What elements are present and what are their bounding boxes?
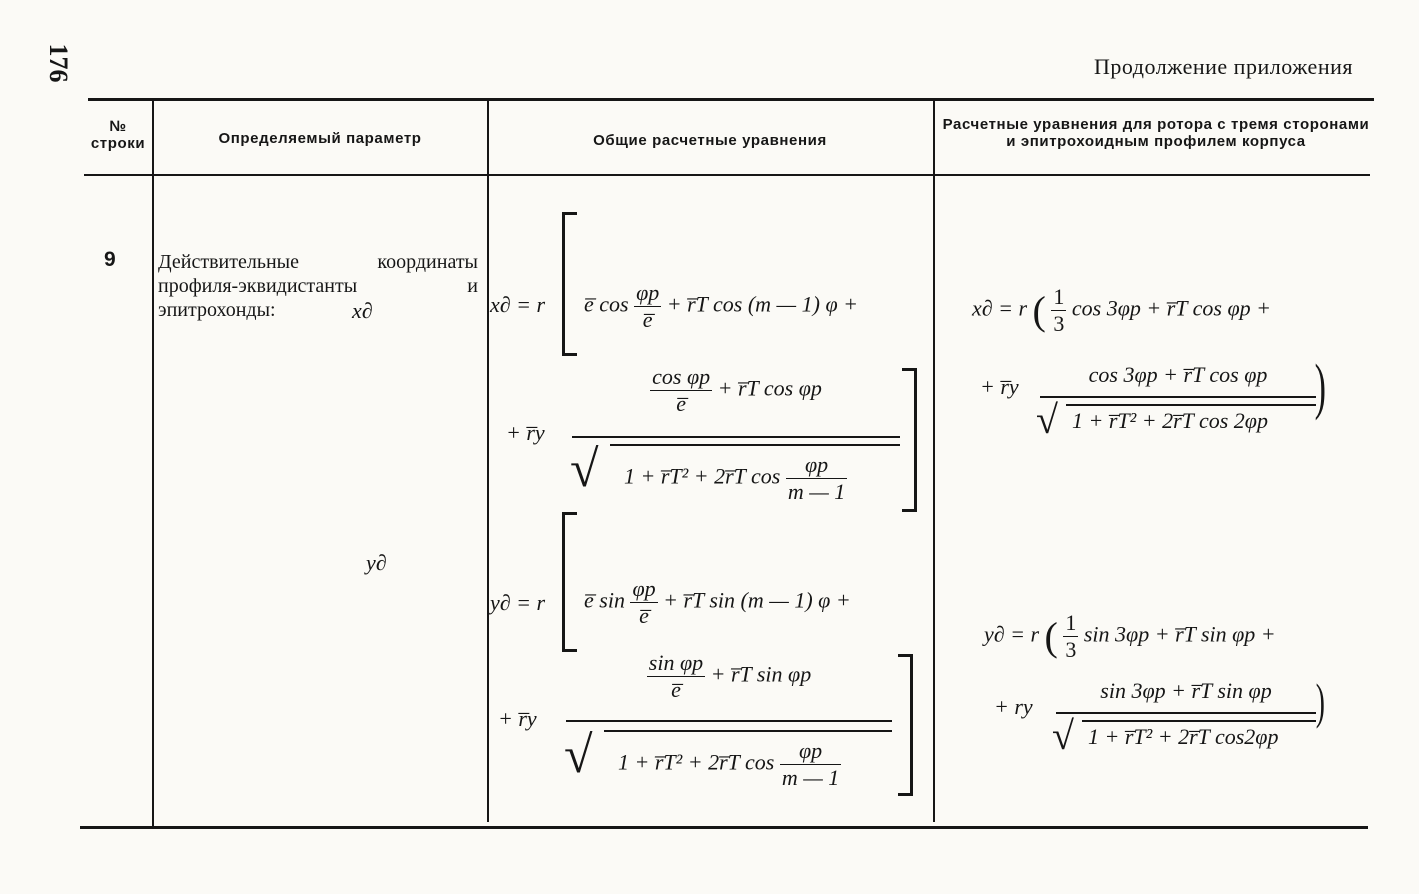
x-specific-sqrt-sign: √ <box>1036 397 1058 442</box>
y-inner-numerator: sin φp e̅ + r̅T sin φp <box>566 650 892 703</box>
x-sqrt-body: 1 + r̅T² + 2r̅T cos <box>624 463 781 489</box>
y-term1-post: + r̅T sin (m — 1) φ + <box>663 587 851 613</box>
x-term1-frac-num: φp <box>634 280 662 307</box>
x-general-sqrt-body: 1 + r̅T² + 2r̅T cos φp m — 1 <box>624 452 848 505</box>
x-sqrt-frac-den: m — 1 <box>787 479 846 504</box>
y-specific-numerator: sin 3φp + r̅T sin φp <box>1100 678 1272 703</box>
x-specific-fraction-line <box>1040 396 1316 398</box>
x-specific-sqrt-bar <box>1066 404 1316 406</box>
y-inner-num: sin φp <box>646 650 706 677</box>
y-general-lhs: y∂ = r <box>490 590 546 615</box>
column-divider-3 <box>933 100 935 822</box>
y-sqrt-frac-num: φp <box>779 738 842 765</box>
y-general-term2-pre: + r̅y <box>498 706 537 731</box>
header-general-equations: Общие расчетные уравнения <box>593 132 827 149</box>
x-inner-num: cos φp <box>650 364 713 391</box>
y-sqrt-frac-den: m — 1 <box>781 765 840 790</box>
y-general-sqrt-body: 1 + r̅T² + 2r̅T cos φp m — 1 <box>618 738 842 791</box>
y-general-sqrt-sign: √ <box>564 727 593 784</box>
y-general-sqrt-bar <box>604 730 892 732</box>
x-sqrt-fraction: φp m — 1 <box>785 452 848 505</box>
x-general-big-fraction: cos φp e̅ + r̅T cos φp <box>572 364 900 417</box>
y-specific-line1: y∂ = r ( 1 3 sin 3φp + r̅T sin φp + <box>984 610 1276 663</box>
y-term1-frac-num: φp <box>630 576 658 603</box>
x-inner-numerator: cos φp e̅ + r̅T cos φp <box>572 364 900 417</box>
x-term1-fraction: φp e̅ <box>634 280 662 333</box>
y-spec-frac-den: 3 <box>1065 637 1077 662</box>
y-spec-open-paren: ( <box>1044 614 1058 659</box>
page-number: 176 <box>44 43 73 83</box>
x-spec-open-paren: ( <box>1032 288 1046 333</box>
x-specific-line1: x∂ = r ( 1 3 cos 3φp + r̅T cos φp + <box>972 284 1271 337</box>
y-specific-sqrt-body: 1 + r̅T² + 2r̅T cos2φp <box>1088 724 1279 749</box>
table-bottom-rule <box>80 826 1368 829</box>
x-general-left-bracket <box>562 212 577 356</box>
x-general-sqrt-sign: √ <box>570 441 599 498</box>
y-term1-pre: e̅ sin <box>584 587 625 613</box>
x-term1-post: + r̅T cos (m — 1) φ + <box>666 291 858 317</box>
column-divider-1 <box>152 100 154 828</box>
y-spec-line1-post: sin 3φp + r̅T sin φp + <box>1083 621 1276 647</box>
x-general-term1: e̅ cos φp e̅ + r̅T cos (m — 1) φ + <box>584 280 858 333</box>
header-bottom-rule <box>84 174 1370 176</box>
x-general-lhs: x∂ = r <box>490 292 546 317</box>
x-sqrt-frac-num: φp <box>785 452 848 479</box>
y-specific-close-paren: ) <box>1315 673 1325 729</box>
table-top-rule <box>88 98 1374 101</box>
x-spec-lhs: x∂ = r <box>972 295 1028 321</box>
x-spec-fraction: 1 3 <box>1051 284 1067 337</box>
row-number: 9 <box>104 248 116 271</box>
y-general-main-fraction-line <box>566 720 892 722</box>
y-general-term1: e̅ sin φp e̅ + r̅T sin (m — 1) φ + <box>584 576 851 629</box>
y-general-left-bracket <box>562 512 577 652</box>
x-general-right-bracket <box>902 368 917 512</box>
x-specific-sqrt-body: 1 + r̅T² + 2r̅T cos 2φp <box>1072 408 1268 433</box>
x-spec-frac-num: 1 <box>1051 284 1067 311</box>
x-specific-line2-pre: + r̅y <box>980 374 1019 399</box>
y-spec-frac-num: 1 <box>1063 610 1079 637</box>
y-specific-fraction-line <box>1056 712 1316 714</box>
y-inner-den: e̅ <box>671 677 681 702</box>
x-general-term2-pre: + r̅y <box>506 420 545 445</box>
x-inner-fraction: cos φp e̅ <box>650 364 713 417</box>
y-spec-lhs: y∂ = r <box>984 621 1040 647</box>
x-spec-frac-den: 3 <box>1053 311 1065 336</box>
x-general-sqrt-bar <box>610 444 900 446</box>
x-specific-close-paren: ) <box>1314 353 1327 421</box>
running-title: Продолжение приложения <box>1094 54 1353 79</box>
y-specific-line2-pre: + ry <box>994 694 1033 719</box>
y-spec-fraction: 1 3 <box>1063 610 1079 663</box>
y-general-right-bracket <box>898 654 913 796</box>
y-inner-num-b: + r̅T sin φp <box>710 661 812 687</box>
x-general-main-fraction-line <box>572 436 900 438</box>
y-term1-frac-den: e̅ <box>639 603 649 628</box>
x-inner-den: e̅ <box>676 391 686 416</box>
y-sqrt-body: 1 + r̅T² + 2r̅T cos <box>618 749 775 775</box>
y-inner-fraction: sin φp e̅ <box>646 650 706 703</box>
y-sqrt-fraction: φp m — 1 <box>779 738 842 791</box>
column-divider-2 <box>487 100 489 822</box>
x-specific-numerator: cos 3φp + r̅T cos φp <box>1088 362 1268 387</box>
x-term1-pre: e̅ cos <box>584 291 629 317</box>
header-specific-equations: Расчетные уравнения для ротора с тремя с… <box>942 116 1370 151</box>
parameter-description: Действительные координаты профиля-эквиди… <box>158 251 478 321</box>
header-parameter: Определяемый параметр <box>218 130 422 147</box>
y-specific-sqrt-sign: √ <box>1052 713 1074 758</box>
x-spec-line1-post: cos 3φp + r̅T cos φp + <box>1071 295 1271 321</box>
x-inner-num-b: + r̅T cos φp <box>717 375 822 401</box>
y-term1-fraction: φp e̅ <box>630 576 658 629</box>
parameter-symbol-y: y∂ <box>366 550 387 575</box>
header-row-number: № строки <box>90 118 146 153</box>
y-general-big-fraction: sin φp e̅ + r̅T sin φp <box>566 650 892 703</box>
parameter-symbol-x: x∂ <box>352 298 373 323</box>
y-specific-sqrt-bar <box>1082 720 1316 722</box>
x-term1-frac-den: e̅ <box>642 307 653 332</box>
